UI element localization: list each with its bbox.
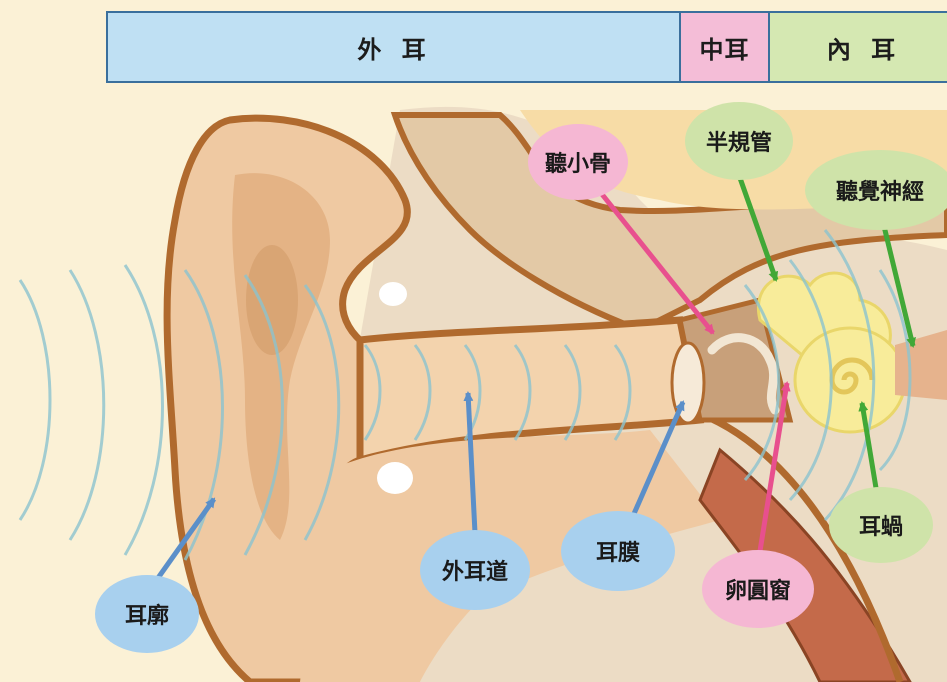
inner-ear-header: 內 耳 [768, 11, 947, 83]
label-eardrum: 耳膜 [561, 511, 675, 591]
label-ossicles: 聽小骨 [528, 124, 628, 200]
label-semicircular-canals: 半規管 [685, 102, 793, 180]
label-auricle: 耳廓 [95, 575, 199, 653]
label-ear-canal: 外耳道 [420, 530, 530, 610]
middle-ear-header: 中耳 [679, 11, 770, 83]
lower-highlight [377, 462, 413, 494]
upper-highlight [379, 282, 407, 306]
label-auditory-nerve: 聽覺神經 [805, 150, 947, 230]
outer-ear-header: 外 耳 [106, 11, 681, 83]
label-cochlea: 耳蝸 [829, 487, 933, 563]
auricle-hollow [246, 245, 298, 355]
label-oval-window: 卵圓窗 [702, 550, 814, 628]
cochlea-shape [795, 328, 905, 432]
